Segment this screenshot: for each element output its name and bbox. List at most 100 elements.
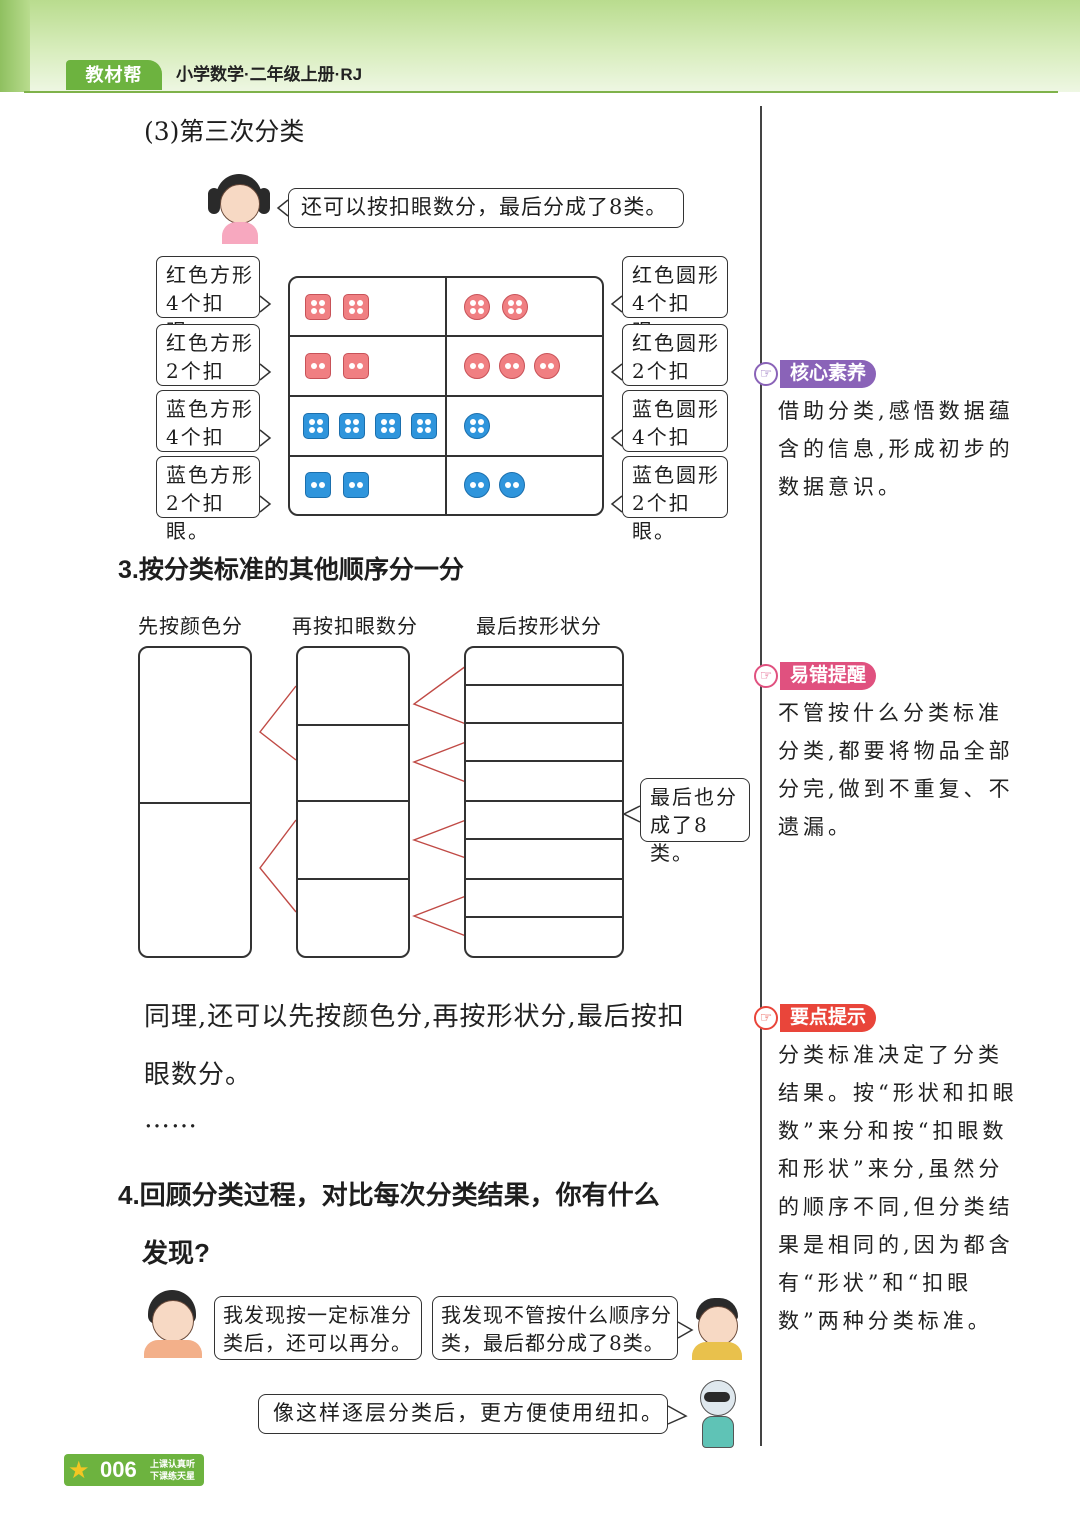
blue-square-button-icon [303,413,329,439]
ellipsis: …… [144,1104,198,1134]
label-blue-square-2: 蓝色方形2个扣眼。 [156,456,260,543]
dialog-line: 类后，还可以再分。 [223,1331,412,1355]
group-divider [296,724,410,726]
star-icon: ★ [68,1456,90,1484]
label-line: 红色圆形 [632,263,720,287]
tip-badge-core: ☞ 核心素养 [754,360,884,388]
label-line: 2个扣眼。 [166,491,225,543]
label-line: 红色圆形 [632,331,720,355]
label-blue-circle-2: 蓝色圆形2个扣眼。 [622,456,728,543]
col3-label: 最后按形状分 [476,614,602,638]
girl-figure [208,174,272,244]
group-divider [464,838,624,840]
girl-bubble-tail [276,199,289,217]
header-title: 小学数学·二年级上册·RJ [176,65,363,84]
blue-square-button-icon [375,413,401,439]
paragraph-line: 眼数分。 [144,1060,253,1090]
book-spine [0,0,30,92]
branch-line [412,665,467,725]
connector [610,495,623,513]
pointing-hand-icon: ☞ [754,1006,778,1030]
hole-group-box [296,646,410,958]
group-divider [464,916,624,918]
section-heading: (3)第三次分类 [144,117,305,146]
header-tag: 教材帮 [66,60,162,90]
red-square-button-icon [305,353,331,379]
tip-badge-mistake: ☞ 易错提醒 [754,662,884,690]
connector [259,363,272,381]
tip-label: 要点提示 [780,1004,877,1032]
branch-line [411,819,467,859]
page-footer: ★ 006 上课认真听 下课练天星 [64,1454,204,1486]
note-tail [622,805,641,823]
footer-slogan: 上课认真听 下课练天星 [150,1458,195,1482]
blue-square-button-icon [411,413,437,439]
girl-figure-bottom [140,1290,206,1358]
robot-bubble-tail [667,1405,688,1425]
label-line: 蓝色圆形 [632,463,720,487]
robot-figure [694,1380,742,1448]
grid-divider [288,335,604,337]
group-divider [296,878,410,880]
shape-group-box [464,646,624,958]
boy-bubble-tail [677,1321,694,1339]
tip-text-core: 借助分类,感悟数据蕴含的信息,形成初步的数据意识。 [778,399,1014,499]
branch-line [259,819,297,913]
girl-speech-bubble: 还可以按扣眼数分，最后分成了8类。 [288,188,684,228]
blue-square-button-icon [305,472,331,498]
blue-square-button-icon [343,472,369,498]
girl-dialog-bubble: 我发现按一定标准分 类后，还可以再分。 [214,1296,422,1360]
col1-label: 先按颜色分 [138,614,243,638]
slogan-line: 上课认真听 [150,1459,196,1469]
item3-heading: 3.按分类标准的其他顺序分一分 [118,556,464,584]
tip-badge-key: ☞ 要点提示 [754,1004,884,1032]
girl-speech-text: 还可以按扣眼数分，最后分成了8类。 [301,195,668,219]
column-divider [760,106,762,1446]
red-round-button-icon [499,353,525,379]
label-red-circle-4: 红色圆形4个扣眼。 [622,256,728,343]
group-divider [464,760,624,762]
header-divider [24,91,1058,93]
tip-label: 易错提醒 [780,662,877,690]
note-bubble: 最后也分 成了8类。 [640,778,750,865]
label-line: 蓝色方形 [166,397,254,421]
note-line: 最后也分 [650,785,738,809]
slogan-line: 下课练天星 [150,1471,196,1481]
branch-line [412,895,467,937]
red-square-button-icon [343,294,369,320]
branch-line [259,685,297,761]
red-round-button-icon [464,353,490,379]
note-line: 成了8类。 [650,813,709,865]
red-round-button-icon [534,353,560,379]
connector [259,495,272,513]
dialog-line: 像这样逐层分类后，更方便使用纽扣。 [273,1401,664,1425]
label-blue-circle-4: 蓝色圆形4个扣眼。 [622,390,728,477]
connector [610,429,623,447]
paragraph-line: 同理,还可以先按颜色分,再按形状分,最后按扣 [144,1002,685,1032]
connector [259,295,272,313]
group-divider [464,722,624,724]
item4-heading-line: 发现? [142,1238,210,1268]
group-divider [464,878,624,880]
group-divider [138,802,252,804]
blue-round-button-icon [464,413,490,439]
tip-text-key: 分类标准决定了分类结果。按“形状和扣眼数”来分和按“扣眼数和形状”来分,虽然分的… [778,1043,1018,1333]
item4-heading-line: 4.回顾分类过程，对比每次分类结果，你有什么 [118,1180,660,1210]
red-square-button-icon [343,353,369,379]
dialog-line: 类，最后都分成了8类。 [441,1331,665,1355]
boy-figure [690,1298,744,1360]
branch-line [412,741,467,783]
group-divider [296,800,410,802]
robot-dialog-bubble: 像这样逐层分类后，更方便使用纽扣。 [258,1394,668,1434]
red-square-button-icon [305,294,331,320]
boy-dialog-bubble: 我发现不管按什么顺序分 类，最后都分成了8类。 [432,1296,678,1360]
blue-square-button-icon [339,413,365,439]
red-round-button-icon [502,294,528,320]
pointing-hand-icon: ☞ [754,664,778,688]
dialog-line: 我发现不管按什么顺序分 [441,1303,672,1327]
blue-round-button-icon [464,472,490,498]
blue-round-button-icon [499,472,525,498]
label-line: 红色方形 [166,263,254,287]
red-round-button-icon [464,294,490,320]
